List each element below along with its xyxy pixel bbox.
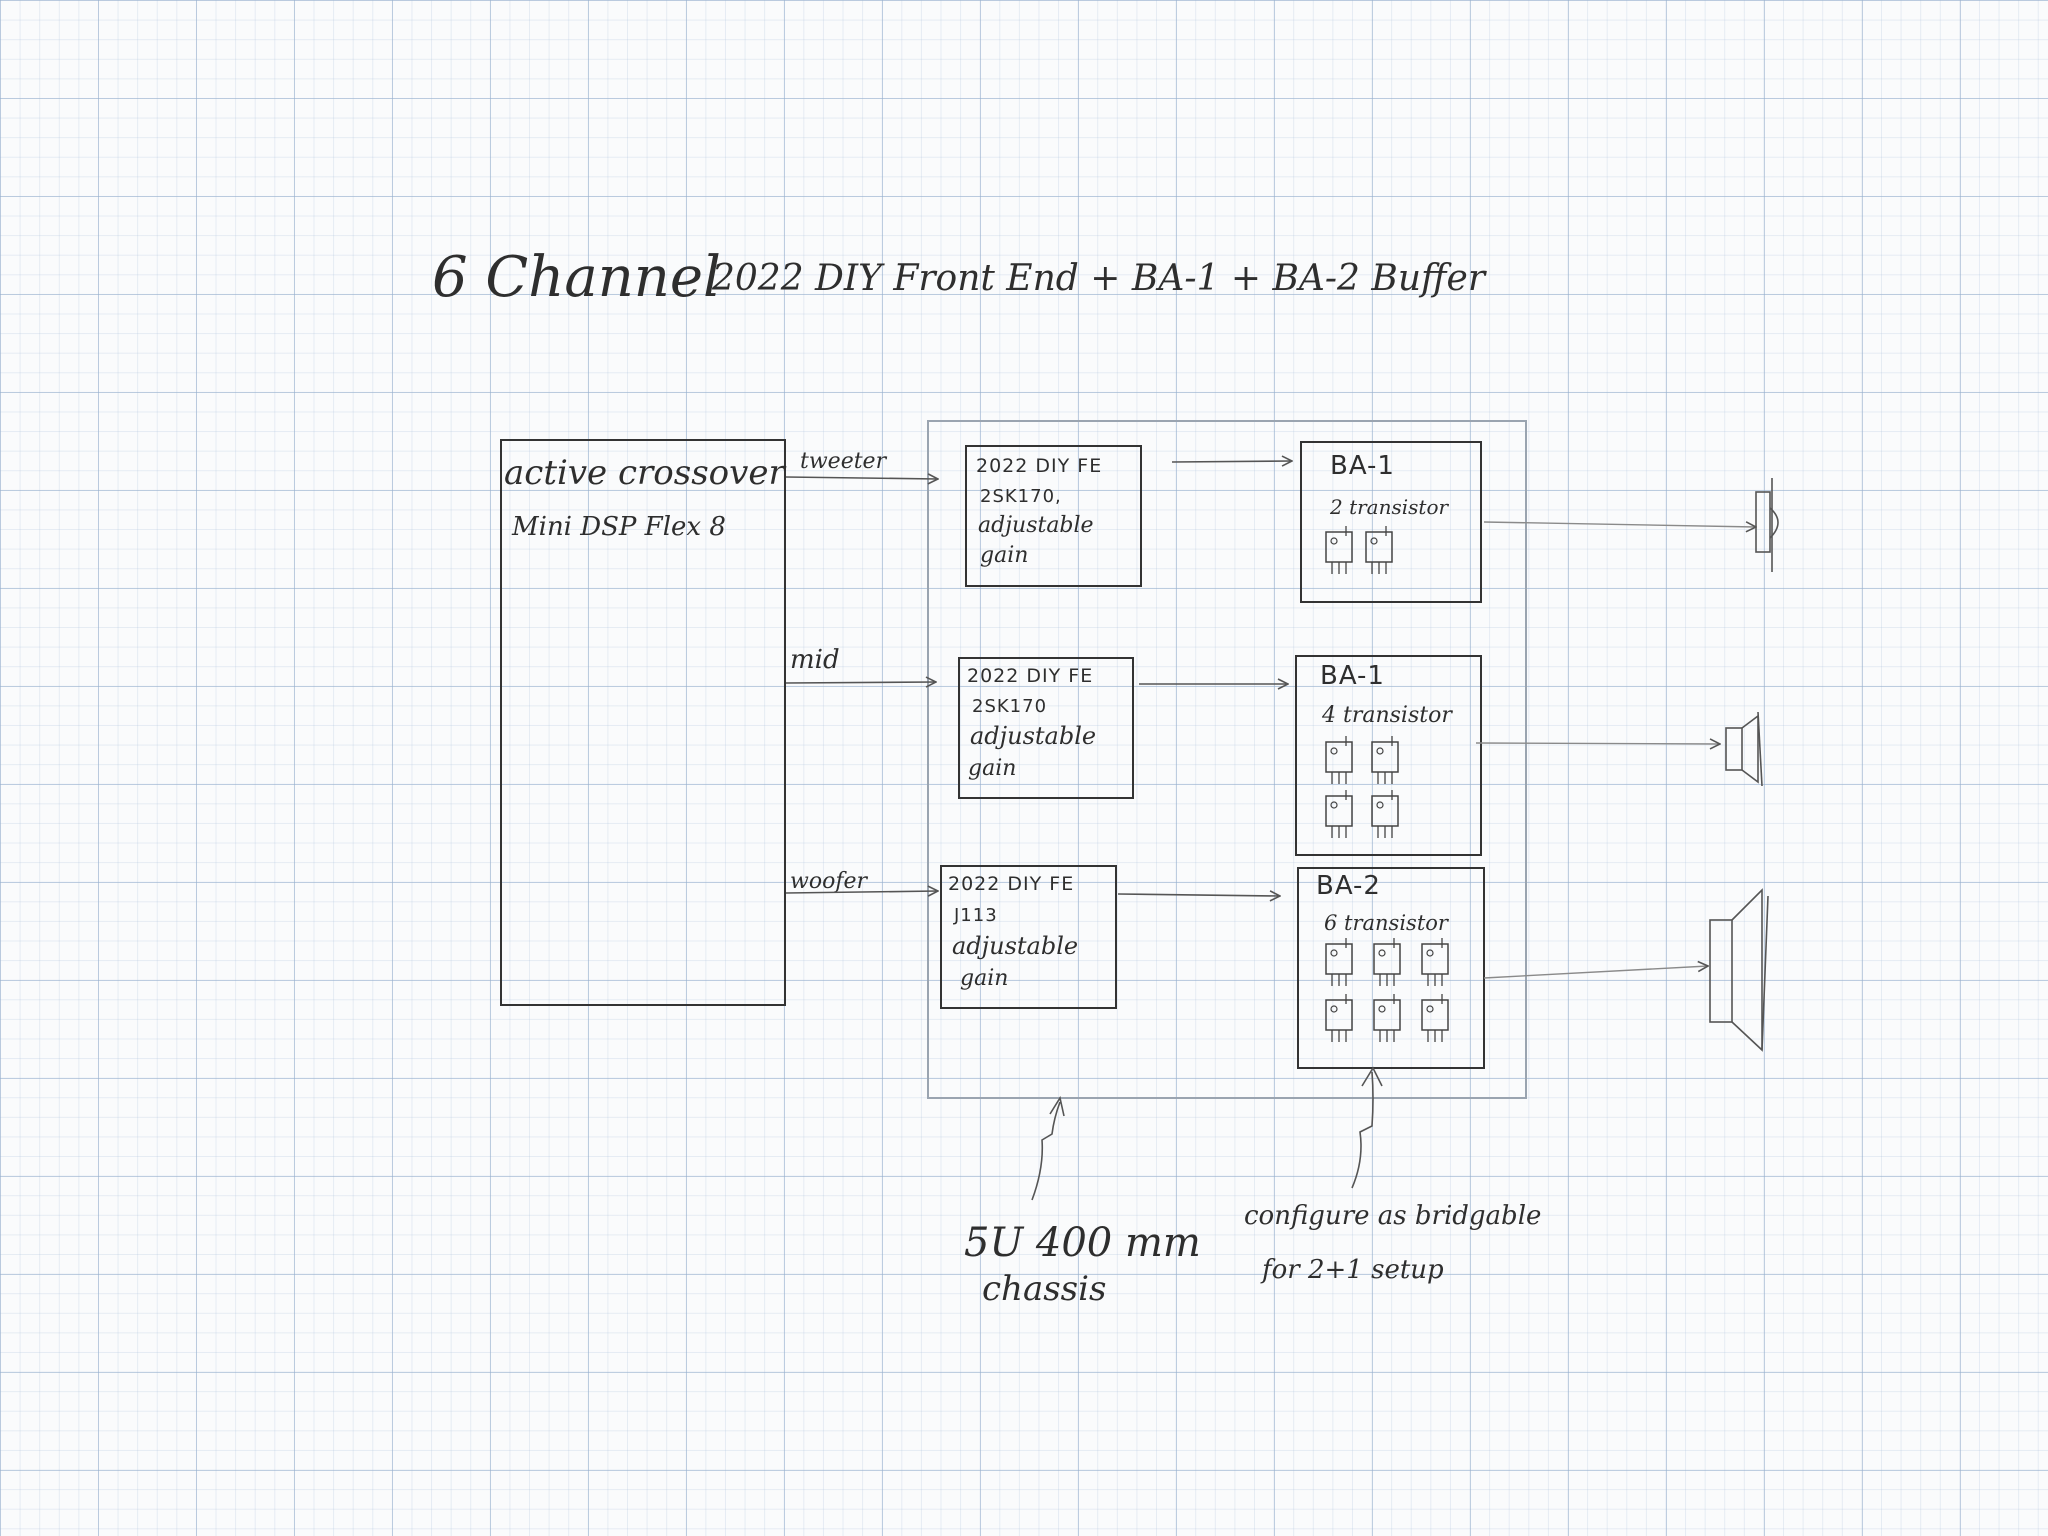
woofer-speaker-icon	[1709, 888, 1769, 1052]
transistor-icon	[1373, 938, 1401, 986]
transistor-icon	[1325, 994, 1353, 1042]
fe-woofer-line2: J113	[953, 905, 998, 926]
fe-woofer-line4: gain	[960, 966, 1008, 991]
fe-mid-line2: 2SK170	[972, 696, 1047, 717]
woofer-amp-to-speaker-line	[1483, 966, 1708, 979]
fe-woofer-line1: 2022 DIY FE	[948, 873, 1074, 895]
fe-box-tweeter	[965, 445, 1142, 587]
chassis-note-line1: 5U 400 mm	[964, 1220, 1201, 1266]
fe-box-woofer	[940, 865, 1117, 1009]
transistor-icon	[1371, 736, 1399, 784]
transistor-icon	[1325, 736, 1353, 784]
fe-tweeter-line1: 2022 DIY FE	[976, 455, 1102, 477]
tweeter-signal-line	[785, 477, 938, 479]
mid-signal-line	[785, 682, 936, 683]
transistor-icon	[1371, 790, 1399, 838]
amp-mid-sub: 4 transistor	[1321, 703, 1453, 728]
tweeter-speaker-icon	[1755, 478, 1779, 572]
woofer-signal-line	[785, 891, 938, 893]
woofer-label: woofer	[790, 869, 868, 894]
title-part1: 6 Channel	[432, 245, 721, 310]
amp-box-woofer	[1297, 867, 1485, 1069]
chassis-note-line2: chassis	[982, 1269, 1106, 1309]
mid-amp-to-speaker-line	[1475, 743, 1720, 744]
amp-box-tweeter	[1300, 441, 1482, 603]
mid-label: mid	[790, 645, 840, 675]
transistor-icon	[1421, 938, 1449, 986]
amp-woofer-sub: 6 transistor	[1324, 911, 1450, 935]
tweeter-label: tweeter	[800, 449, 888, 474]
transistor-icon	[1373, 994, 1401, 1042]
amp-mid-title: BA-1	[1320, 661, 1385, 691]
transistor-group-mid	[1325, 736, 1399, 838]
woofer-fe-to-amp-line	[1117, 894, 1280, 896]
crossover-title: active crossover	[504, 453, 786, 493]
amp-box-mid	[1295, 655, 1482, 856]
fe-mid-line3: adjustable	[970, 722, 1096, 750]
fe-woofer-line3: adjustable	[952, 932, 1078, 960]
transistor-group-woofer	[1325, 938, 1449, 1042]
fe-box-mid	[958, 657, 1134, 799]
fe-mid-line4: gain	[968, 756, 1016, 781]
config-note-arrow	[1351, 1066, 1383, 1189]
transistor-group-tweeter	[1325, 526, 1393, 574]
fe-tweeter-line4: gain	[980, 543, 1028, 568]
transistor-icon	[1421, 994, 1449, 1042]
config-note-line2: for 2+1 setup	[1260, 1255, 1444, 1285]
transistor-icon	[1325, 938, 1353, 986]
mid-speaker-icon	[1725, 711, 1763, 787]
transistor-icon	[1325, 526, 1353, 574]
amp-tweeter-title: BA-1	[1330, 451, 1395, 481]
config-note-line1: configure as bridgable	[1244, 1201, 1541, 1231]
fe-tweeter-line2: 2SK170,	[980, 486, 1062, 507]
amp-woofer-title: BA-2	[1316, 871, 1381, 901]
crossover-model: Mini DSP Flex 8	[511, 512, 726, 542]
chassis-outline	[927, 420, 1527, 1099]
fe-mid-line1: 2022 DIY FE	[967, 665, 1093, 687]
chassis-note-arrow	[1031, 1095, 1065, 1201]
tweeter-fe-to-amp-line	[1171, 461, 1292, 462]
amp-tweeter-sub: 2 transistor	[1329, 495, 1449, 519]
crossover-box	[500, 439, 786, 1006]
fe-tweeter-line3: adjustable	[978, 513, 1094, 538]
tweeter-amp-to-speaker-line	[1483, 522, 1756, 527]
transistor-icon	[1325, 790, 1353, 838]
transistor-icon	[1365, 526, 1393, 574]
title-part2: 2022 DIY Front End + BA-1 + BA-2 Buffer	[711, 258, 1487, 299]
